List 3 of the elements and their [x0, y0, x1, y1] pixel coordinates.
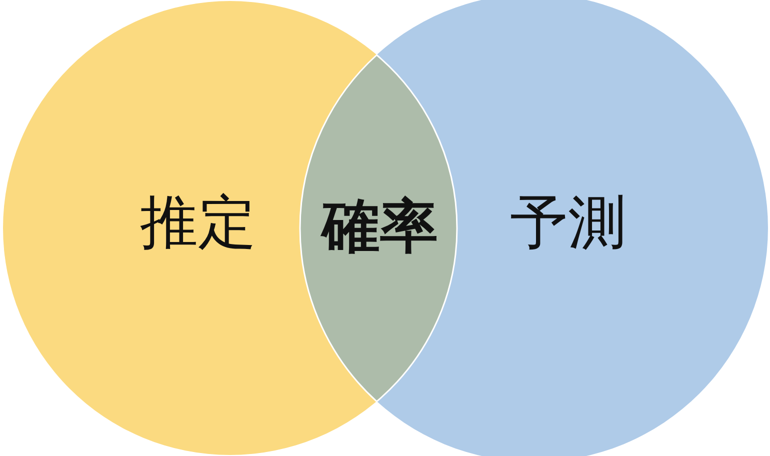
overlap-label: 確率 [322, 196, 438, 255]
circle-label: 予測 [510, 193, 626, 251]
circle-label: 推定 [140, 193, 256, 251]
